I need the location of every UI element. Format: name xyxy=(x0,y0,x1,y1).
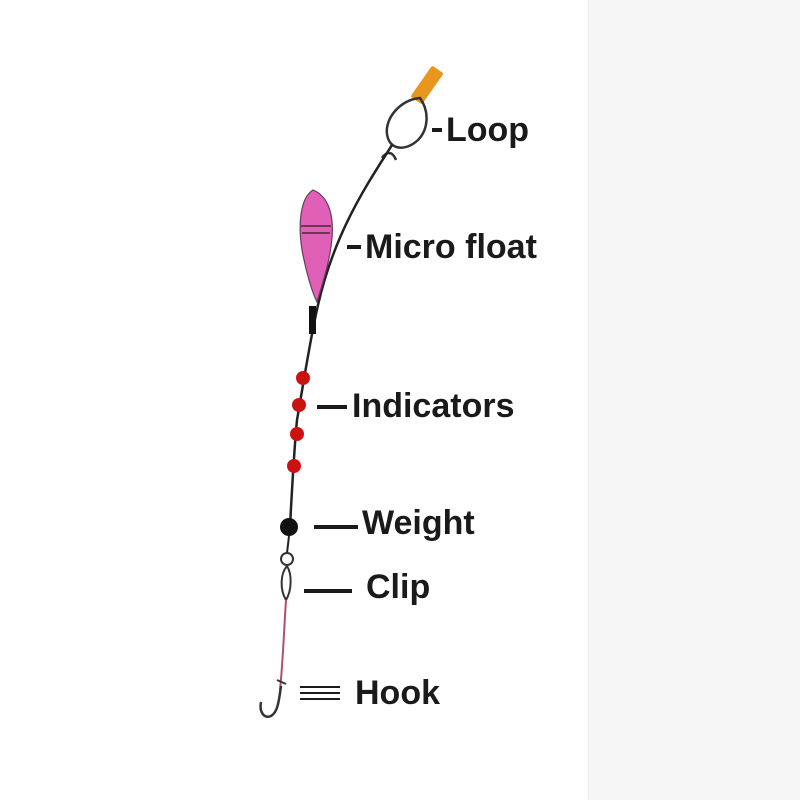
loop-knot xyxy=(380,151,398,161)
indicator-bead-1 xyxy=(296,371,310,385)
hook-shape xyxy=(259,685,283,718)
label-hook: Hook xyxy=(355,674,440,712)
label-indicators: Indicators xyxy=(352,387,515,425)
loop-tab xyxy=(411,66,443,104)
clip-pointer xyxy=(304,589,352,593)
micro-float-pointer xyxy=(347,245,361,249)
indicator-bead-2 xyxy=(292,398,306,412)
loop-pointer xyxy=(432,128,442,132)
label-weight: Weight xyxy=(362,504,475,542)
hook-pointer-2 xyxy=(300,692,340,694)
float-stem xyxy=(309,306,316,334)
hook-eye xyxy=(276,679,287,685)
micro-float xyxy=(299,189,333,304)
hook-pointer-3 xyxy=(300,698,340,700)
hook-link xyxy=(279,599,287,691)
label-micro-float: Micro float xyxy=(365,228,537,266)
clip-snap xyxy=(280,564,292,602)
clip-line xyxy=(286,535,290,554)
label-clip: Clip xyxy=(366,568,431,606)
label-loop: Loop xyxy=(446,111,530,149)
weight-shot xyxy=(280,518,298,536)
clip-ring xyxy=(280,552,294,566)
indicators-pointer xyxy=(317,405,347,409)
indicator-bead-4 xyxy=(287,459,301,473)
right-margin-panel xyxy=(588,0,800,800)
hook-pointer-1 xyxy=(300,686,340,688)
weight-pointer xyxy=(314,525,358,529)
indicator-bead-3 xyxy=(290,427,304,441)
loop-shape xyxy=(385,96,428,149)
